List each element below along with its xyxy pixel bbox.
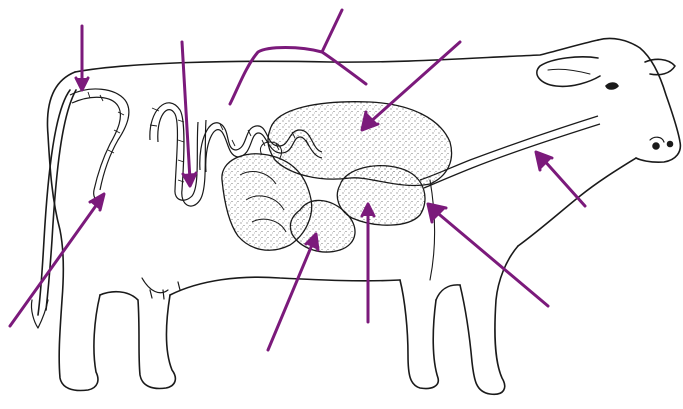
pointer-abomasum (268, 234, 318, 350)
pointer-large-intestine (182, 42, 196, 186)
pointer-oesophagus (536, 152, 585, 206)
pointer-reticulum (428, 204, 548, 306)
pointer-small-intestine-bracket (230, 10, 366, 104)
reticulum (337, 166, 425, 226)
pointer-rectum (76, 26, 88, 90)
